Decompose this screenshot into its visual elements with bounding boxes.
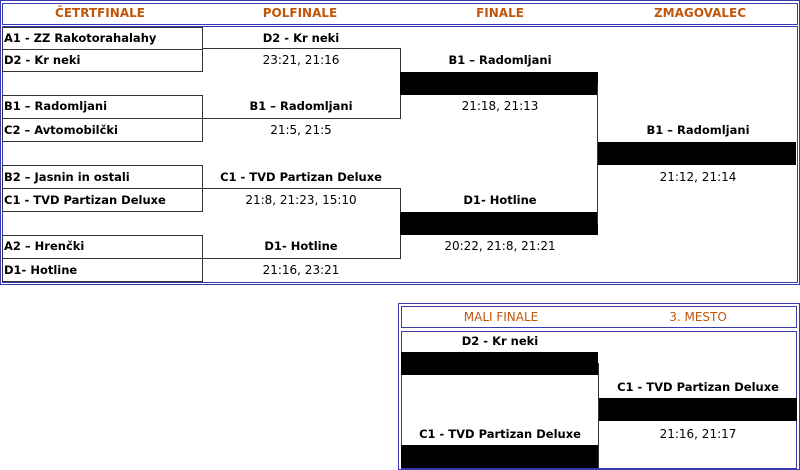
small-final-team: C1 - TVD Partizan Deluxe [419,427,581,441]
semifinal-winner: D1- Hotline [264,239,338,253]
final-winner: B1 – Radomljani [448,53,552,67]
quarterfinal-match [2,165,203,212]
champion-name: B1 – Radomljani [646,123,750,137]
third-place-score: 21:16, 21:17 [659,427,737,441]
small-final-team: D2 - Kr neki [461,334,539,348]
header-row [2,3,798,25]
header-final: FINALE [476,6,524,20]
header-semifinals: POLFINALE [262,6,338,20]
small-final-bar [401,352,598,375]
team: A1 - ZZ Rakotorahalahy [4,31,157,45]
header-third-place: 3. MESTO [669,310,727,324]
header-quarterfinals: ČETRTFINALE [55,6,145,20]
team: C2 – Avtomobilčki [4,123,118,137]
semifinal-winner: D2 - Kr neki [262,31,340,45]
final-winner: D1- Hotline [463,193,537,207]
team: D1- Hotline [4,263,78,277]
third-place-bar [598,398,797,421]
third-place-winner: C1 - TVD Partizan Deluxe [617,380,779,394]
team: A2 – Hrenčki [4,239,85,253]
header-small-final: MALI FINALE [463,310,539,324]
semifinal-score: 21:8, 21:23, 15:10 [245,193,357,207]
bracket-body [2,26,798,283]
semifinal-winner: B1 – Radomljani [249,99,353,113]
team: B1 – Radomljani [4,99,108,113]
final-score: 20:22, 21:8, 21:21 [444,239,556,253]
team: C1 - TVD Partizan Deluxe [4,193,166,207]
semifinal-score: 21:16, 23:21 [262,263,340,277]
semifinal-winner: C1 - TVD Partizan Deluxe [220,170,382,184]
final-bar [400,72,598,95]
semifinal-score: 21:5, 21:5 [270,123,332,137]
quarterfinal-match [2,95,203,142]
small-final-header [401,306,797,328]
header-winner: ZMAGOVALEC [653,6,747,20]
final-bar [400,212,598,235]
quarterfinal-match [2,27,203,72]
semifinal-score: 23:21, 21:16 [262,53,340,67]
team: B2 – Jasnin in ostali [4,170,130,184]
small-final-bar [401,445,598,468]
champion-score: 21:12, 21:14 [659,170,737,184]
final-score: 21:18, 21:13 [461,99,539,113]
champion-bar [598,142,796,165]
team: D2 - Kr neki [4,53,81,67]
quarterfinal-match [2,235,203,282]
